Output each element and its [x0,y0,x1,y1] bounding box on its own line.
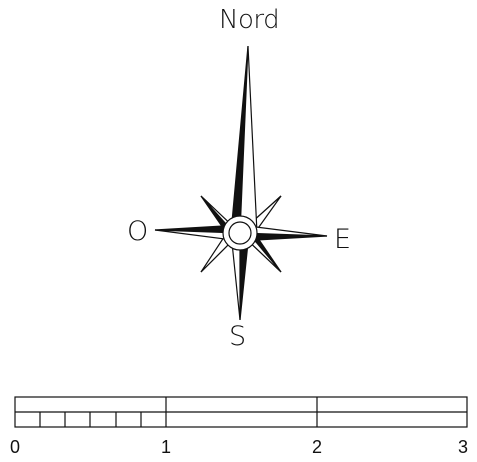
compass-rose [155,46,327,320]
north-label: Nord [219,7,279,33]
scale-tick-label: 2 [312,438,322,456]
scale-bar-subdivisions [40,412,141,427]
scale-bar [15,397,467,427]
compass-cardinal-points [155,46,327,320]
compass-center-dot [229,222,251,244]
east-label: E [334,226,351,253]
west-label: O [127,218,148,245]
scale-tick-label: 1 [161,438,171,456]
south-label: S [229,323,246,350]
scale-tick-label: 3 [458,438,468,456]
scale-tick-label: 0 [10,438,20,456]
